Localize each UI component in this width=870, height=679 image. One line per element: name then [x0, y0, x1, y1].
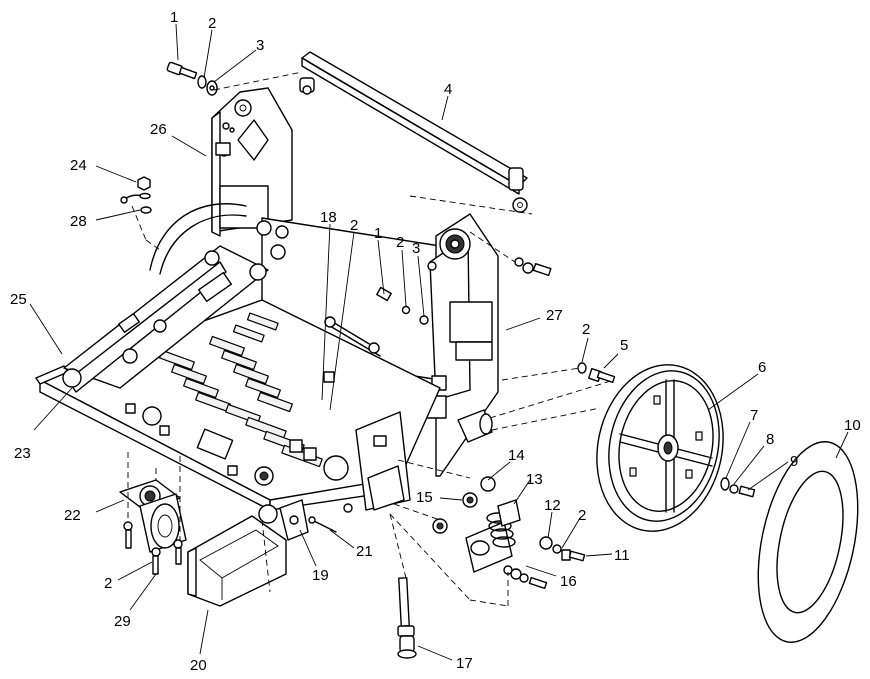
- callout-12: 12: [544, 497, 561, 514]
- callout-27: 27: [546, 307, 563, 324]
- callout-2: 2: [582, 321, 590, 338]
- nut-24: [120, 176, 152, 214]
- callout-labels: 1 2 3 4 26 24 28 18 2 1 2 3 25 27 2 5 6 …: [10, 9, 861, 674]
- callout-20: 20: [190, 657, 207, 674]
- callout-13: 13: [526, 471, 543, 488]
- callout-11: 11: [614, 547, 630, 564]
- callout-14: 14: [508, 447, 525, 464]
- callout-24: 24: [70, 157, 87, 174]
- wheel-6: [596, 364, 724, 532]
- right-top-hardware: [514, 257, 552, 277]
- callout-7: 7: [750, 407, 758, 424]
- callout-21: 21: [356, 543, 373, 560]
- callout-26: 26: [150, 121, 167, 138]
- callout-15: 15: [416, 489, 433, 506]
- upper-cross-bar: [299, 51, 528, 213]
- callout-2: 2: [104, 575, 112, 592]
- callout-8: 8: [766, 431, 774, 448]
- caster-assembly: [119, 479, 187, 575]
- callout-1: 1: [170, 9, 178, 26]
- callout-3: 3: [412, 240, 420, 257]
- callout-17: 17: [456, 655, 473, 672]
- callout-22: 22: [64, 507, 81, 524]
- adjust-bolt-17: [397, 577, 417, 659]
- front-cover: [187, 515, 287, 607]
- callout-19: 19: [312, 567, 329, 584]
- bracket-19: [258, 499, 353, 541]
- leader-lines: [29, 23, 849, 661]
- callout-4: 4: [444, 81, 452, 98]
- axle-hardware-5: [577, 362, 616, 384]
- callout-2: 2: [396, 234, 404, 251]
- handle-rail: [62, 220, 289, 393]
- callout-23: 23: [14, 445, 31, 462]
- callout-6: 6: [758, 359, 766, 376]
- left-side-plate: [211, 87, 293, 237]
- callout-2: 2: [350, 217, 358, 234]
- wheel-hardware: [720, 477, 756, 498]
- callout-9: 9: [790, 453, 798, 470]
- latch-assembly: [432, 476, 586, 590]
- callout-5: 5: [620, 337, 628, 354]
- callout-2: 2: [208, 15, 216, 32]
- callout-10: 10: [844, 417, 861, 434]
- hubcap-10: [757, 441, 859, 643]
- top-bolt-1: [166, 61, 218, 96]
- callout-2: 2: [578, 507, 586, 524]
- callout-16: 16: [560, 573, 577, 590]
- assembly-lines: [127, 71, 615, 607]
- callout-18: 18: [320, 209, 337, 226]
- callout-25: 25: [10, 291, 27, 308]
- callout-3: 3: [256, 37, 264, 54]
- callout-1: 1: [374, 225, 382, 242]
- callout-29: 29: [114, 613, 131, 630]
- callout-28: 28: [70, 213, 87, 230]
